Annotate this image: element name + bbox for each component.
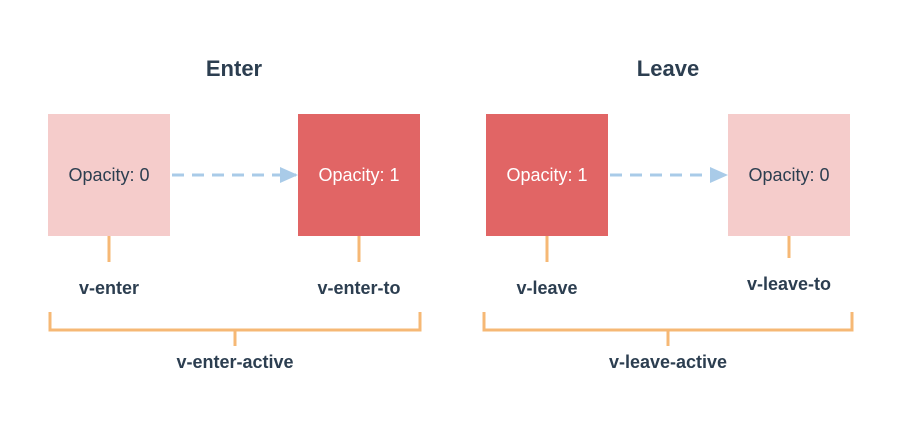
enter-from-label: v-enter (79, 278, 139, 298)
enter-to-label: v-enter-to (317, 278, 400, 298)
leave-active-label: v-leave-active (609, 352, 727, 372)
leave-from-label: v-leave (516, 278, 577, 298)
leave-to-box (728, 114, 850, 236)
leave-to-label: v-leave-to (747, 274, 831, 294)
leave-from-box (486, 114, 608, 236)
enter-to-box-label: Opacity: 1 (318, 165, 399, 185)
enter-to-box (298, 114, 420, 236)
leave-from-box-label: Opacity: 1 (506, 165, 587, 185)
enter-active-label: v-enter-active (176, 352, 293, 372)
leave-to-box-label: Opacity: 0 (748, 165, 829, 185)
enter-active-bracket (48, 312, 422, 346)
leave-title: Leave (637, 56, 699, 81)
enter-title: Enter (206, 56, 263, 81)
leave-active-bracket (482, 312, 854, 346)
enter-from-box-label: Opacity: 0 (68, 165, 149, 185)
enter-from-box (48, 114, 170, 236)
